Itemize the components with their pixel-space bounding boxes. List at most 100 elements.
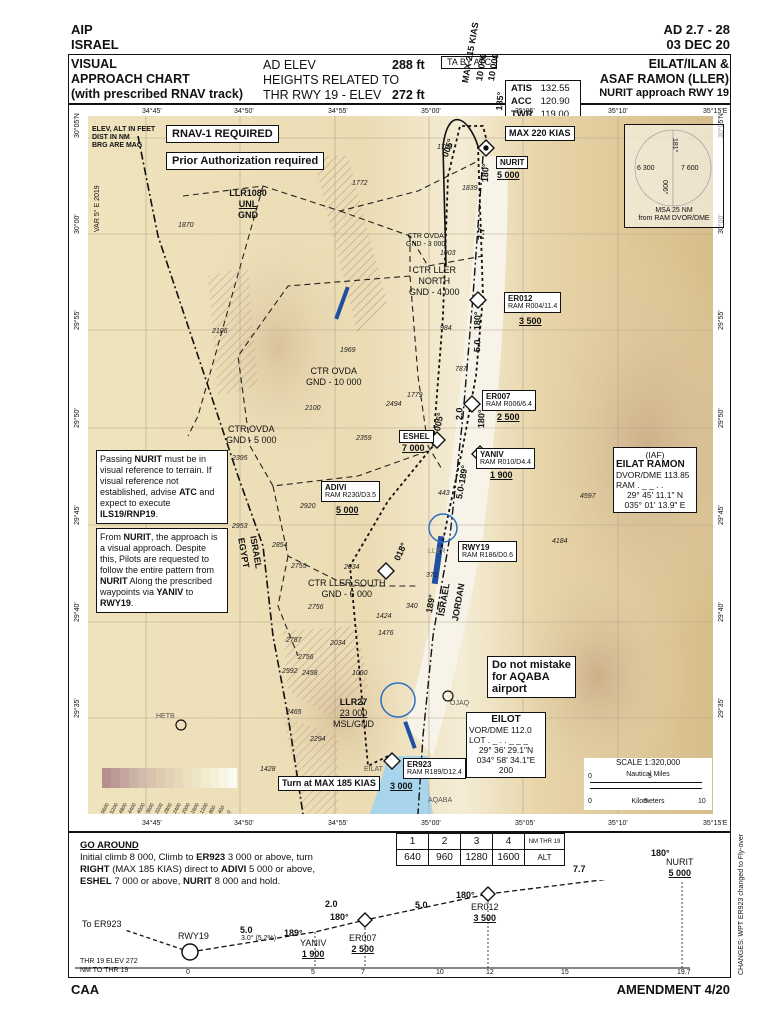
scale-km-tick-10: 10 bbox=[698, 798, 706, 805]
legend-note-2: DIST IN NM bbox=[92, 134, 130, 141]
spot-height: 443 bbox=[438, 490, 450, 497]
ctr-ovda-south-limits: GND - 5 000 bbox=[226, 435, 277, 445]
go-around-text: Initial climb 8 000, Climb to ER923 3 00… bbox=[80, 852, 342, 888]
spot-height: 2106 bbox=[212, 328, 228, 335]
altitude-table-alt: 960 bbox=[428, 849, 461, 866]
profile-er012-symbol bbox=[480, 886, 496, 902]
profile-nurit: NURIT 5 000 bbox=[666, 857, 694, 879]
note-fragment: Passing bbox=[100, 454, 135, 464]
llr27-upper: 23 000 bbox=[339, 708, 368, 718]
scale-nm-tick-0: 0 bbox=[588, 773, 592, 780]
eilat-ramon-dvor-box: (IAF) EILAT RAMON DVOR/DME 113.85 RAM . … bbox=[613, 447, 697, 513]
page-ref: AD 2.7 - 28 bbox=[663, 22, 730, 37]
scale-title: SCALE 1:320,000 bbox=[615, 758, 681, 767]
profile-divider bbox=[68, 831, 731, 833]
profile-thr-elev: THR 19 ELEV 272 bbox=[80, 958, 138, 965]
distance-5-0: 5.0 bbox=[472, 339, 483, 353]
frequency-value: 119.00 bbox=[540, 109, 569, 120]
from-nurit-text: From NURIT, the approach is a visual app… bbox=[100, 532, 218, 608]
profile-brg-180-b: 180° bbox=[456, 890, 475, 900]
spot-height: 2756 bbox=[308, 604, 324, 611]
lon-tick-bottom: 34°55' bbox=[328, 820, 348, 827]
llr27-name: LLR27 bbox=[339, 697, 368, 707]
track-180-b: 180° bbox=[472, 311, 483, 331]
profile-brg-189: 189° bbox=[284, 928, 303, 938]
border-israel-egypt bbox=[137, 135, 304, 814]
airport-name-2: ASAF RAMON (LLER) bbox=[599, 72, 729, 86]
lat-tick-left: 29°45' bbox=[74, 505, 81, 525]
yaniv-name: YANIV bbox=[480, 450, 504, 459]
note-fragment: NURIT bbox=[123, 532, 152, 542]
er012-altitude: 3 500 bbox=[519, 316, 542, 326]
profile-axis-tick: 15 bbox=[561, 969, 569, 976]
eilot-ident: LOT bbox=[469, 735, 486, 745]
note-fragment: 7 000 or above, bbox=[111, 876, 183, 887]
scale-km-tick-0: 0 bbox=[588, 798, 592, 805]
spot-height: 1839 bbox=[462, 185, 478, 192]
scale-nm-bar bbox=[590, 782, 702, 783]
msa-left-value: 6 300 bbox=[637, 165, 655, 172]
eilot-elevation: 200 bbox=[498, 765, 514, 775]
ctr-ller-south-limits: GND - 6 000 bbox=[321, 589, 373, 599]
ta-by-atc-box: TA BY ATC bbox=[441, 56, 497, 69]
ctr-ovda-mid: CTR OVDA GND - 10 000 bbox=[306, 366, 362, 388]
lat-tick-left: 29°35' bbox=[74, 698, 81, 718]
ram-dvor-symbol bbox=[428, 513, 458, 543]
ctr-ller-north-limits: GND - 4 000 bbox=[409, 287, 460, 297]
msa-subtitle: from RAM DVOR/DME bbox=[638, 215, 710, 222]
ad-elev-value: 288 ft bbox=[392, 58, 425, 72]
nurit-altitude: 5 000 bbox=[497, 170, 520, 180]
frequency-name: ATIS bbox=[511, 83, 532, 94]
waypoint-yaniv: YANIV RAM R010/D4.4 bbox=[476, 448, 535, 469]
spot-height: 2458 bbox=[302, 670, 318, 677]
lon-tick-top: 35°00' bbox=[421, 108, 441, 115]
ctr-ovda-south-name: CTR OVDA bbox=[228, 424, 275, 434]
profile-rwy19-label: RWY19 bbox=[178, 931, 209, 941]
note-fragment: 5 000 or above, bbox=[246, 864, 315, 875]
spot-height: 1706 bbox=[437, 144, 453, 151]
llr27-lower: MSL/GND bbox=[333, 719, 375, 729]
note-fragment: must be in visual reference to terrain. … bbox=[100, 454, 212, 497]
note-fragment: ATC bbox=[179, 487, 197, 497]
note-fragment: ER923 bbox=[196, 852, 226, 863]
profile-seg-2-0: 2.0 bbox=[325, 899, 338, 909]
go-around-title: GO AROUND bbox=[80, 840, 139, 851]
arava-valley bbox=[406, 156, 508, 756]
note-fragment: Along the prescribed waypoints via bbox=[100, 576, 213, 597]
profile-yaniv-name: YANIV bbox=[300, 938, 327, 948]
aip-label: AIP bbox=[71, 22, 93, 37]
go-around-block: GO AROUND Initial climb 8 000, Climb to … bbox=[80, 840, 342, 888]
lon-tick-bottom: 35°00' bbox=[421, 820, 441, 827]
spot-height: 2359 bbox=[356, 435, 372, 442]
note-fragment: YANIV bbox=[156, 587, 184, 597]
ctr-ller-north-name: CTR LLER bbox=[412, 265, 457, 275]
altitude-table-alt: 640 bbox=[396, 849, 429, 866]
msa-brg-top: 181° bbox=[671, 138, 678, 153]
scale-box: SCALE 1:320,000 Nautical Miles Kilometer… bbox=[584, 758, 712, 810]
eilat-ramon-ident: RAM bbox=[616, 480, 635, 490]
spot-height: 2787 bbox=[286, 637, 302, 644]
waypoint-er012: ER012 RAM R004/11.4 bbox=[504, 292, 562, 313]
eilat-ramon-name: EILAT RAMON bbox=[616, 459, 685, 470]
eilot-vor-symbol bbox=[380, 682, 416, 718]
runway-ovda bbox=[334, 286, 350, 320]
profile-er007-name: ER007 bbox=[349, 933, 377, 943]
note-fragment: 3 000 or above, turn bbox=[225, 852, 313, 863]
iaf-label: (IAF) bbox=[645, 450, 665, 460]
waypoint-nurit: NURIT bbox=[496, 156, 529, 169]
spot-height: 1772 bbox=[352, 180, 368, 187]
ojaq-symbol bbox=[442, 690, 454, 702]
note-fragment: to bbox=[183, 587, 194, 597]
brg-185-holding: 185° bbox=[494, 91, 506, 111]
country-label: ISRAEL bbox=[71, 37, 119, 52]
title-divider bbox=[68, 103, 731, 105]
profile-seg-5-0-b: 5.0 bbox=[415, 900, 428, 910]
waypoint-rwy19: RWY19 RAM R186/D0.6 bbox=[458, 541, 517, 562]
scale-km-label: Kilometers bbox=[631, 798, 665, 805]
waypoint-er007: ER007 RAM R006/6.4 bbox=[482, 390, 536, 411]
scale-nm-label: Nautical Miles bbox=[626, 771, 670, 778]
